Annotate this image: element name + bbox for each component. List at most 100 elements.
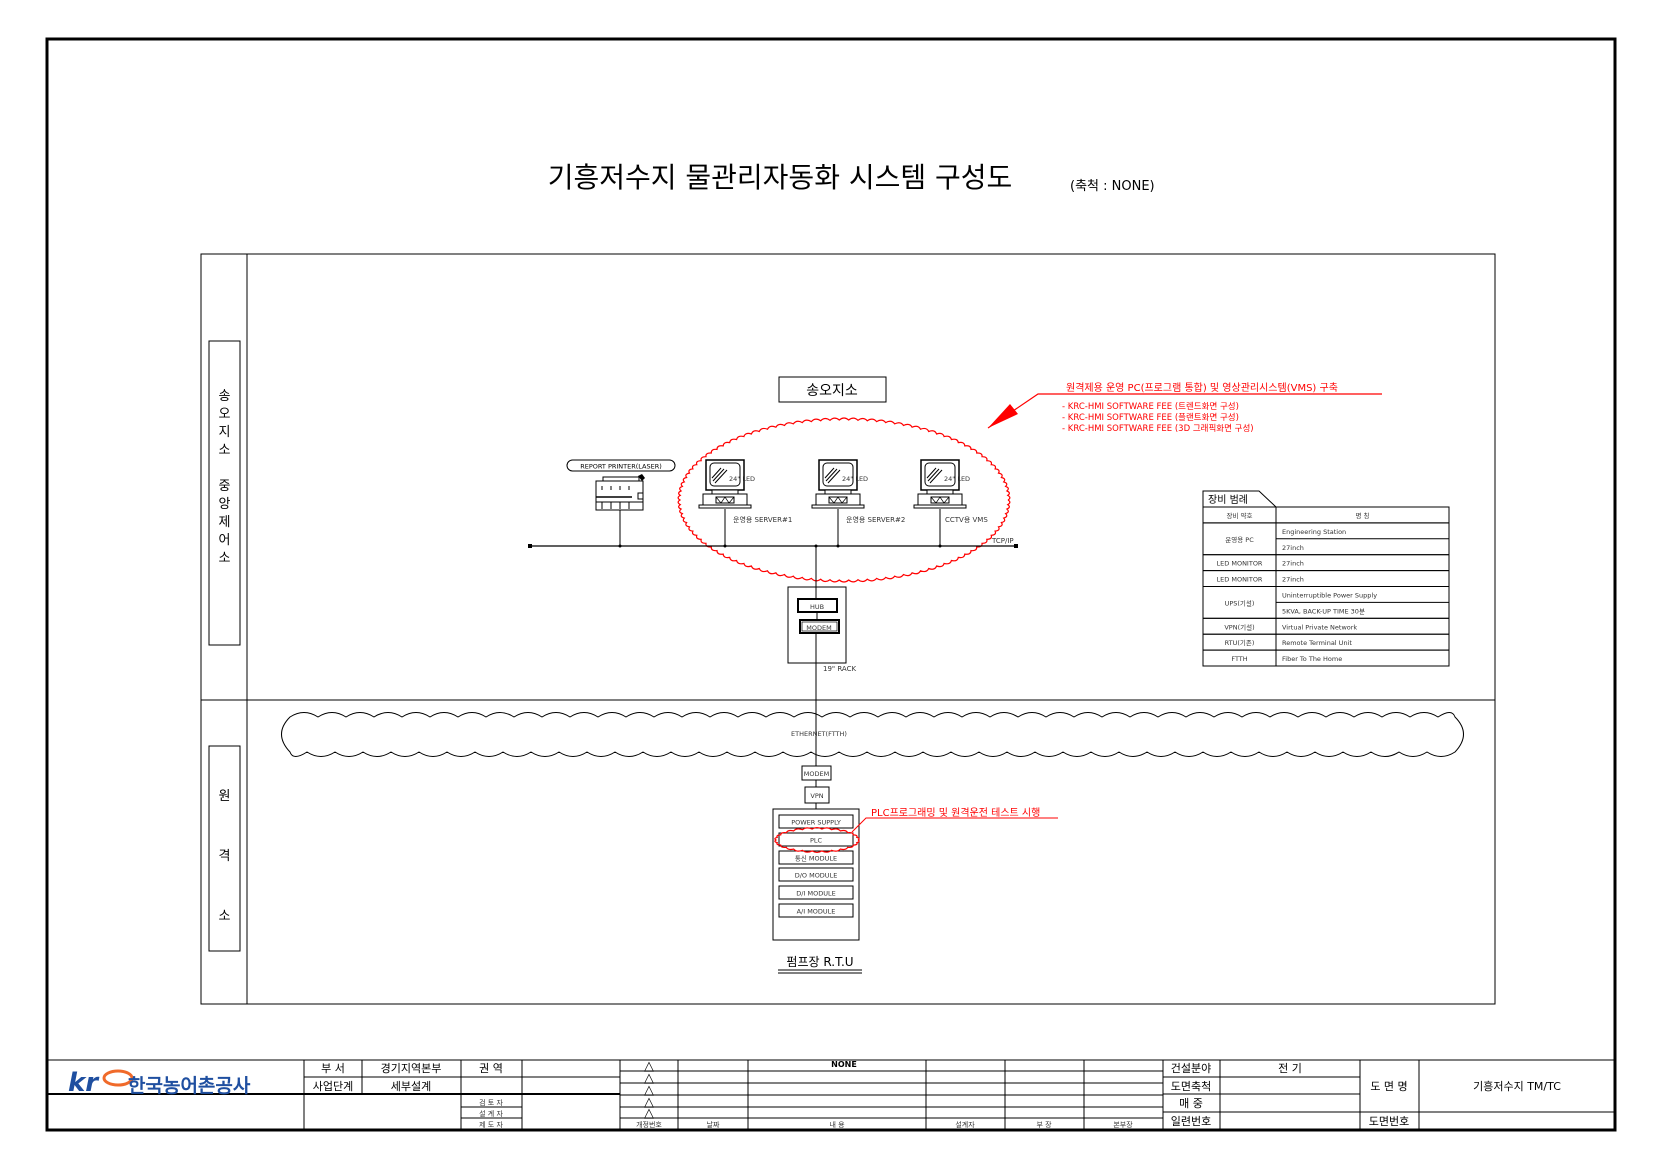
- rtu-module: [778, 850, 854, 865]
- region-label: 권 역: [479, 1062, 503, 1075]
- drafter-label: 제 도 자: [479, 1120, 503, 1129]
- legend-header: 장비 약호: [1227, 511, 1253, 520]
- rack-label: 19" RACK: [823, 665, 856, 673]
- dept-label: 부 서: [321, 1062, 345, 1075]
- scale-value: NONE: [831, 1060, 857, 1069]
- revision-header: 본부장: [1113, 1120, 1133, 1129]
- legend-description: 27inch: [1282, 560, 1304, 568]
- legend-equipment: LED MONITOR: [1217, 560, 1263, 568]
- revision-triangle-icon: △: [644, 1095, 654, 1110]
- revision-header: 부 장: [1036, 1120, 1052, 1129]
- annotation-item: - KRC-HMI SOFTWARE FEE (3D 그래픽화면 구성): [1062, 423, 1254, 434]
- arrow-icon: [988, 404, 1018, 428]
- drawing-scale-note: (축척 : NONE): [1070, 179, 1155, 194]
- revision-triangle-icon: △: [644, 1106, 654, 1121]
- drawing-name: 기흥저수지 TM/TC: [1473, 1079, 1561, 1093]
- monitor-label: 24" LED: [729, 475, 755, 483]
- revision-header: 날짜: [707, 1120, 720, 1129]
- printer-icon: [595, 474, 645, 511]
- site-label: 송오지소: [806, 383, 858, 399]
- legend-description: 27inch: [1282, 544, 1304, 552]
- section-label-char: 원: [219, 789, 231, 804]
- rtu-module-label: PLC: [810, 837, 823, 845]
- legend-description: Fiber To The Home: [1282, 655, 1342, 663]
- plc-annotation: PLC프로그래밍 및 원격운전 테스트 시행: [871, 806, 1040, 819]
- drawing-no-label: 도면번호: [1369, 1115, 1409, 1128]
- legend-equipment: RTU(기존): [1225, 638, 1255, 647]
- rtu-module: [778, 903, 854, 918]
- sheet-label: 매 중: [1179, 1097, 1203, 1110]
- station-label: CCTV용 VMS: [945, 516, 988, 524]
- field-value: 전 기: [1278, 1062, 1302, 1075]
- station-label: 운영용 SERVER#1: [733, 515, 792, 524]
- legend-description: 27inch: [1282, 576, 1304, 584]
- legend-description: Remote Terminal Unit: [1282, 639, 1352, 647]
- section-label-char: 송: [219, 389, 231, 404]
- legend-description: 5KVA, BACK-UP TIME 30분: [1282, 607, 1365, 615]
- plc-highlight-cloud: [774, 826, 860, 854]
- rtu-module-label: D/O MODULE: [795, 872, 838, 880]
- rtu-module: [778, 867, 854, 882]
- site-label-box: [778, 376, 887, 403]
- rtu-module: [778, 885, 854, 900]
- rtu-label: 펌프장 R.T.U: [786, 955, 853, 969]
- section-label-char: 중: [219, 479, 231, 494]
- revision-triangle-icon: △: [644, 1059, 654, 1074]
- monitor-icon: [811, 459, 865, 509]
- legend-equipment: 운영용 PC: [1225, 535, 1254, 544]
- annotation-item: - KRC-HMI SOFTWARE FEE (플랜트화면 구성): [1062, 412, 1239, 423]
- section-label-char: 어: [219, 533, 231, 548]
- diagram-frame: [200, 253, 1496, 1005]
- monitor-icon: [698, 459, 752, 509]
- stage-value: 세부설계: [391, 1080, 431, 1093]
- annotation-top: 원격제용 운영 PC(프로그램 통합) 및 영상관리시스템(VMS) 구축 - …: [987, 381, 1382, 434]
- rtu-module-label: D/I MODULE: [796, 890, 835, 898]
- stage-label: 사업단계: [313, 1080, 353, 1093]
- ethernet-cloud: [281, 712, 1464, 757]
- section-label-char: 앙: [219, 497, 231, 512]
- printer-label: REPORT PRINTER(LASER): [580, 463, 662, 471]
- vpn-label: VPN: [810, 792, 823, 800]
- section-label-char: 소: [219, 551, 231, 566]
- company-name: 한국농어촌공사: [128, 1075, 251, 1097]
- revision-header: 설계자: [955, 1120, 975, 1129]
- annotation-item: - KRC-HMI SOFTWARE FEE (트렌드화면 구성): [1062, 401, 1239, 412]
- drawing-title: 기흥저수지 물관리자동화 시스템 구성도: [548, 161, 1013, 194]
- legend-equipment: VPN(기설): [1224, 622, 1254, 631]
- revision-header: 내 용: [829, 1120, 845, 1129]
- annotation-heading: 원격제용 운영 PC(프로그램 통합) 및 영상관리시스템(VMS) 구축: [1066, 381, 1338, 394]
- section-label-char: 격: [219, 849, 231, 864]
- monitor-icon: [913, 459, 967, 509]
- station-label: 운영용 SERVER#2: [846, 515, 905, 524]
- section-label-char: 소: [219, 443, 231, 458]
- revision-triangle-icon: △: [644, 1071, 654, 1086]
- ethernet-label: ETHERNET(FTTH): [791, 730, 847, 738]
- rtu-module-label: A/I MODULE: [797, 908, 836, 916]
- designer-label: 설 계 자: [479, 1109, 503, 1118]
- network-label: TCP/IP: [991, 537, 1014, 545]
- reviewer-label: 검 토 자: [479, 1098, 503, 1107]
- highlight-cloud: [677, 417, 1011, 583]
- field-label: 건설분야: [1171, 1062, 1211, 1075]
- monitor-label: 24" LED: [842, 475, 868, 483]
- rtu-module: [778, 832, 854, 847]
- hub-label: HUB: [810, 603, 824, 611]
- section-label-char: 오: [219, 407, 231, 422]
- legend-header: 명 칭: [1355, 511, 1369, 520]
- section-label-char: 지: [219, 425, 231, 440]
- drawing-name-label: 도 면 명: [1370, 1080, 1407, 1093]
- sheet-border: [45, 37, 1617, 1132]
- modem-label: MODEM: [806, 624, 831, 632]
- tcp-ip-bus: [528, 509, 1018, 548]
- revision-header: 개정번호: [636, 1120, 662, 1129]
- section-label-char: 제: [219, 515, 231, 530]
- legend-equipment: UPS(기설): [1225, 598, 1255, 607]
- legend-title: 장비 범례: [1208, 494, 1248, 506]
- legend-description: Virtual Private Network: [1282, 623, 1357, 631]
- monitor-label: 24" LED: [944, 475, 970, 483]
- drawing-scale-label: 도면축척: [1171, 1080, 1211, 1093]
